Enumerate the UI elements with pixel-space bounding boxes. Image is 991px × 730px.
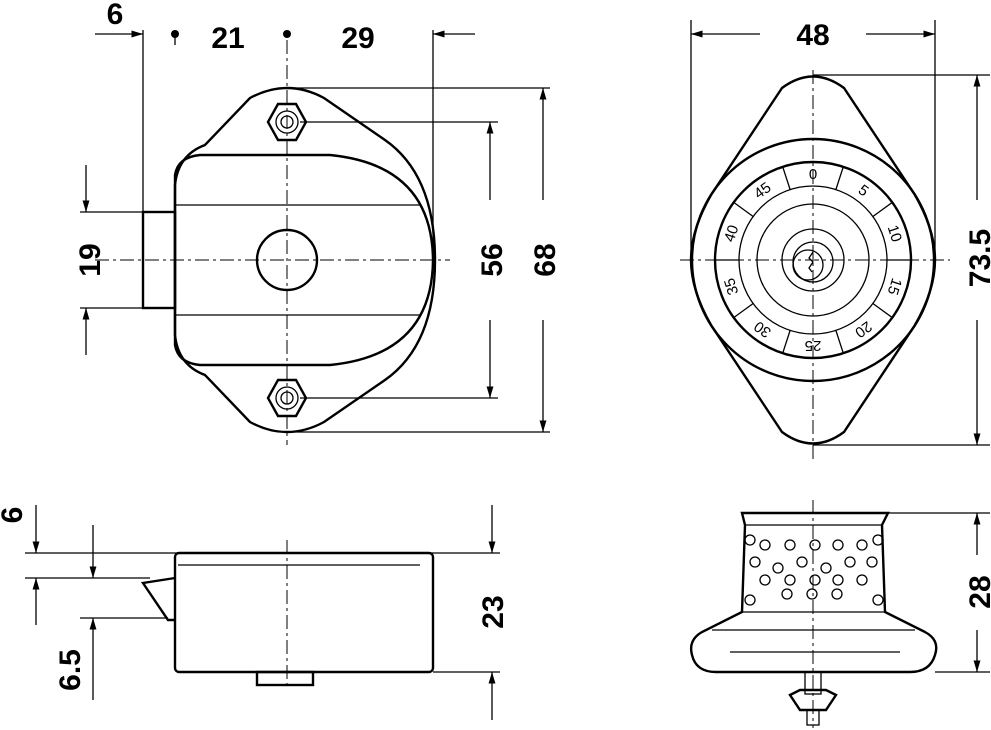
dial-tick	[782, 166, 791, 190]
grip-dot	[832, 574, 844, 586]
grip-dot	[872, 594, 884, 606]
dial-number: 35	[721, 276, 742, 297]
grip-dot	[872, 534, 884, 546]
grip-dot	[856, 574, 868, 586]
grip-dot	[784, 574, 796, 586]
dial-tick	[872, 201, 893, 218]
dim-6-5: 6.5	[54, 649, 87, 691]
grip-dot	[820, 562, 832, 574]
dial-tick	[782, 330, 791, 354]
knob-view: 28	[689, 500, 991, 728]
dial-number: 20	[852, 317, 875, 341]
grip-dot	[809, 574, 821, 586]
dial-number: 10	[884, 223, 905, 244]
dial-number: 15	[884, 276, 905, 297]
dim-28: 28	[964, 575, 991, 608]
dim-6: 6	[107, 0, 124, 31]
dim-29: 29	[341, 22, 374, 55]
grip-dot	[749, 556, 761, 568]
dim-19: 19	[74, 243, 107, 276]
grip-dot	[806, 588, 818, 600]
grip-dot	[831, 588, 843, 600]
dial-number: 45	[751, 179, 774, 203]
grip-dot	[744, 594, 756, 606]
dim-21: 21	[211, 22, 244, 55]
dial-tick	[733, 201, 754, 218]
dim-23: 23	[477, 595, 510, 628]
dial-tick	[835, 330, 844, 354]
grip-dot	[866, 556, 878, 568]
grip-dot	[844, 556, 856, 568]
dial-tick	[733, 302, 754, 319]
grip-dot	[856, 539, 868, 551]
dial-number: 40	[721, 223, 742, 244]
dial-tick	[835, 166, 844, 190]
dial-number: 30	[751, 317, 774, 341]
dial-tick	[872, 302, 893, 319]
grip-dot	[781, 588, 793, 600]
grip-dot	[772, 562, 784, 574]
grip-dot	[759, 574, 771, 586]
dim-68: 68	[529, 243, 562, 276]
dim-48: 48	[796, 19, 829, 52]
grip-dot	[832, 539, 844, 551]
dim-56: 56	[476, 243, 509, 276]
top-view: 6 21 29 19 56 68	[74, 0, 562, 445]
dim-73-5: 73.5	[964, 229, 991, 287]
grip-dot	[796, 556, 808, 568]
grip-dot	[809, 539, 821, 551]
grip-dot	[784, 539, 796, 551]
side-view: 6 6.5 23	[0, 505, 510, 720]
grip-dot	[744, 534, 756, 546]
grip-dot	[759, 539, 771, 551]
dial-number: 5	[855, 182, 872, 201]
dim-6-side: 6	[0, 507, 29, 524]
